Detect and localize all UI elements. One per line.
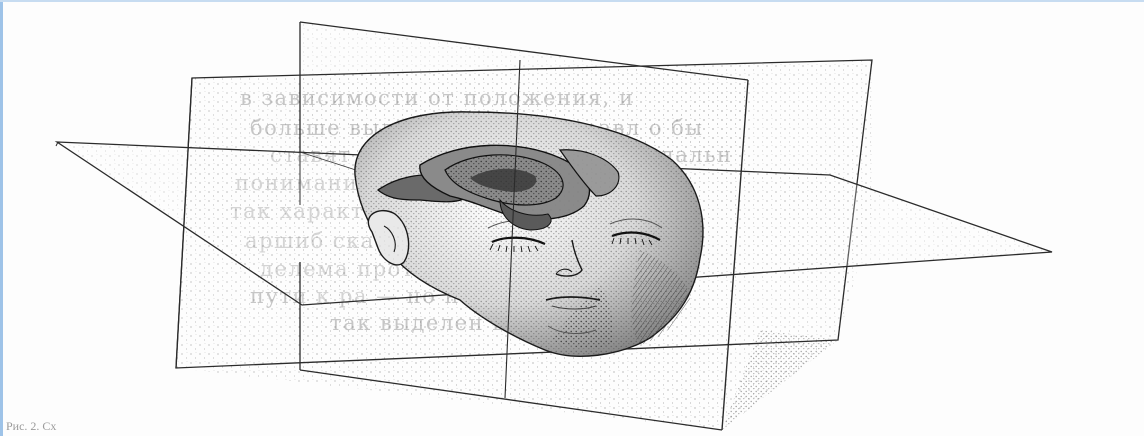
figure-caption: Рис. 2. Сх: [6, 419, 56, 434]
